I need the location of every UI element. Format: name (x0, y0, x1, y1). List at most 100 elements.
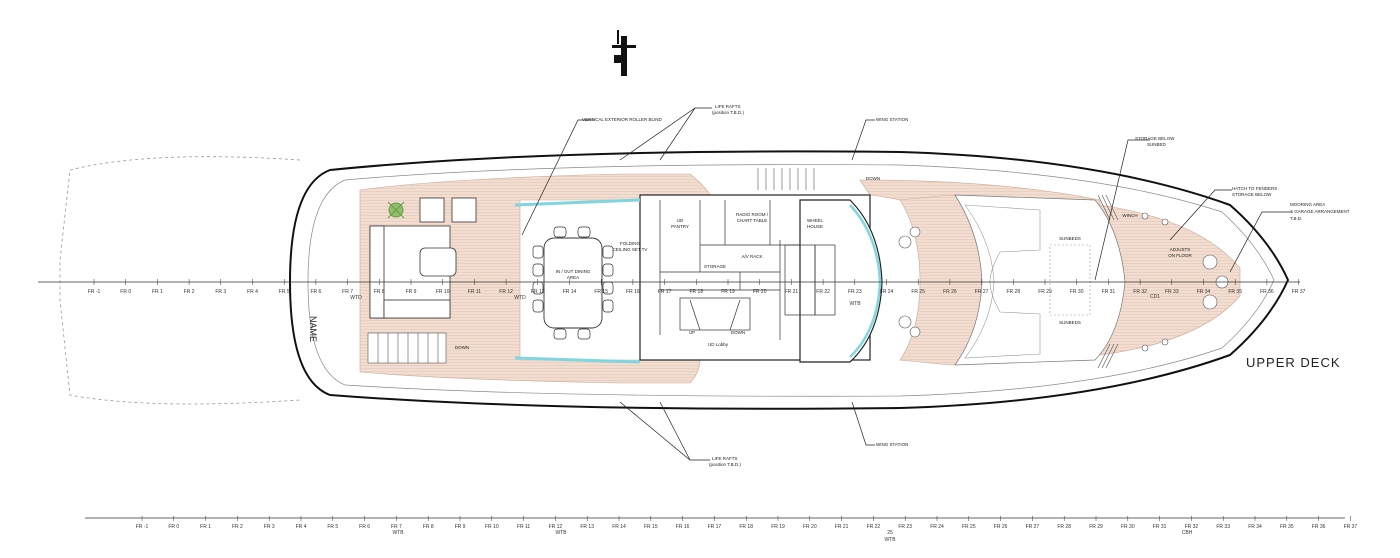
bottom-frame-label: FR 23 (898, 524, 912, 530)
bottom-frame-label: FR 37 (1344, 524, 1358, 530)
bottom-frame-label: FR 3 (264, 524, 275, 530)
bottom-fr7-sublabel: WTB (392, 530, 404, 536)
bottom-frame-label: FR 33 (1216, 524, 1230, 530)
centerline-frame-label: FR 3 (215, 289, 226, 295)
bottom-frame-label: FR 10 (485, 524, 499, 530)
storage-below-sub: SUNBED (1147, 142, 1167, 147)
centerline-frame-label: FR 32 (1133, 289, 1147, 295)
foredeck-seat-inner (964, 204, 1041, 359)
yacht-name-label: NAME (308, 316, 318, 342)
hatch-label: HATCH TO FENDERS (1232, 186, 1277, 191)
bottom-frame-label: FR 4 (296, 524, 307, 530)
bottom-frame-label: FR 28 (1057, 524, 1071, 530)
fr33-sublabel: CD1 (1150, 294, 1160, 300)
life-rafts-bottom-label: LIFE RAFTS (712, 456, 738, 461)
centerline-frame-label: FR 21 (785, 289, 799, 295)
wing-station-bottom-label: WING STATION (876, 442, 908, 447)
centerline-frame-label: FR 27 (975, 289, 989, 295)
bottom-frame-label: FR 25 (962, 524, 976, 530)
mooring-label: MOORING AREA (1290, 202, 1325, 207)
fr23-sublabel: WTB (849, 301, 861, 307)
life-rafts-top-label: LIFE RAFTS (715, 104, 741, 109)
folding-sub: CEILING SET TV (613, 247, 648, 252)
bottom-frame-label: FR 12 (549, 524, 563, 530)
mooring-sub2: T.B.D. (1290, 216, 1302, 221)
bottom-frame-label: FR 30 (1121, 524, 1135, 530)
bottom-frame-label: FR 2 (232, 524, 243, 530)
leader-lines (521, 107, 1290, 461)
wheelhouse-label: WHEEL (807, 218, 824, 223)
bottom-frame-label: FR 5 (327, 524, 338, 530)
centerline-frame-label: FR 1 (152, 289, 163, 295)
centerline-frame-label: FR 24 (880, 289, 894, 295)
centerline-frame-label: FR 33 (1165, 289, 1179, 295)
pantry-label: UD (677, 218, 684, 223)
sunbeds-top-label: SUNBEDS (1059, 236, 1081, 241)
bottom-sublabels: WTB WTB 25 WTB CBH (392, 530, 1192, 543)
bottom-frame-label: FR 21 (835, 524, 849, 530)
fr12-sublabel: WTD (514, 295, 526, 301)
centerline-frame-label: FR 14 (563, 289, 577, 295)
centerline-frame-label: FR 13 (531, 289, 545, 295)
centerline-frame-label: FR 34 (1197, 289, 1211, 295)
centerline-frame-label: FR 7 (342, 289, 353, 295)
bottom-frame-label: FR -1 (136, 524, 149, 530)
adjusts-label: ADJUSTS (1170, 247, 1191, 252)
down-stairs-label: DOWN (731, 330, 745, 335)
roller-blind-label: VERTICAL EXTERIOR ROLLER BLIND (582, 117, 663, 122)
centerline-frame-label: FR 23 (848, 289, 862, 295)
pantry-sub: PANTRY (671, 224, 689, 229)
foredeck-fittings (898, 212, 1229, 352)
lobby-label: UD Lobby (708, 342, 729, 347)
folding-label: FOLDING (620, 241, 641, 246)
bottom-frame-label: FR 36 (1312, 524, 1326, 530)
bottom-frame-label: FR 26 (994, 524, 1008, 530)
bottom-frame-label: FR 1 (200, 524, 211, 530)
centerline-frame-label: FR 28 (1006, 289, 1020, 295)
bottom-frame-label: FR 7 (391, 524, 402, 530)
window-glazing-bottom (514, 356, 641, 364)
bottom-fr12-sublabel: WTB (555, 530, 567, 536)
radio-sub: CHART TABLE (737, 218, 767, 223)
bottom-frame-label: FR 27 (1026, 524, 1040, 530)
bottom-fr23-sublabel: 25 (887, 530, 893, 536)
mast-icon (612, 30, 636, 76)
centerline-frame-label: FR 4 (247, 289, 258, 295)
centerline-frame-label: FR 6 (310, 289, 321, 295)
dining-table (543, 237, 603, 329)
bottom-frame-label: FR 18 (739, 524, 753, 530)
dining-label: IN / OUT DINING (556, 269, 591, 274)
bottom-frame-label: FR 13 (580, 524, 594, 530)
life-rafts-top-sub: (position T.B.D.) (712, 110, 744, 115)
centerline-frame-label: FR 17 (658, 289, 672, 295)
centerline-frame-label: FR 25 (911, 289, 925, 295)
centerline-frame-label: FR 0 (120, 289, 131, 295)
wing-station-top-label: WING STATION (876, 117, 908, 122)
deck-title: UPPER DECK (1246, 355, 1341, 370)
down-bottom-label: DOWN (455, 345, 469, 350)
fr7-sublabel: WTD (350, 295, 362, 301)
bottom-frame-label: FR 16 (676, 524, 690, 530)
window-glazing (514, 198, 641, 207)
bottom-frame-label: FR 17 (708, 524, 722, 530)
bottom-frame-label: FR 31 (1153, 524, 1167, 530)
centerline-frame-label: FR 11 (468, 289, 481, 295)
mooring-sub: & GARAGE ARRANGEMENT (1290, 209, 1350, 214)
centerline-frame-label: FR 10 (436, 289, 450, 295)
hatch-sub: STORAGE BELOW (1232, 192, 1272, 197)
centerline-frame-label: FR 8 (374, 289, 385, 295)
radio-label: RADIO ROOM / (736, 212, 769, 217)
bottom-fr33-sublabel: CBH (1182, 530, 1193, 536)
plant-icon (387, 201, 405, 219)
bottom-frame-label: FR 14 (612, 524, 626, 530)
centerline-frame-label: FR -1 (88, 289, 101, 295)
storage-below-label: STORAGE BELOW (1135, 136, 1175, 141)
aft-stairs (367, 332, 447, 364)
dining-sub: AREA (567, 275, 579, 280)
bottom-frame-label: FR 34 (1248, 524, 1262, 530)
winch-label: WINCH (1122, 213, 1137, 218)
bottom-frame-label: FR 32 (1185, 524, 1199, 530)
interior-partitions (659, 200, 836, 340)
